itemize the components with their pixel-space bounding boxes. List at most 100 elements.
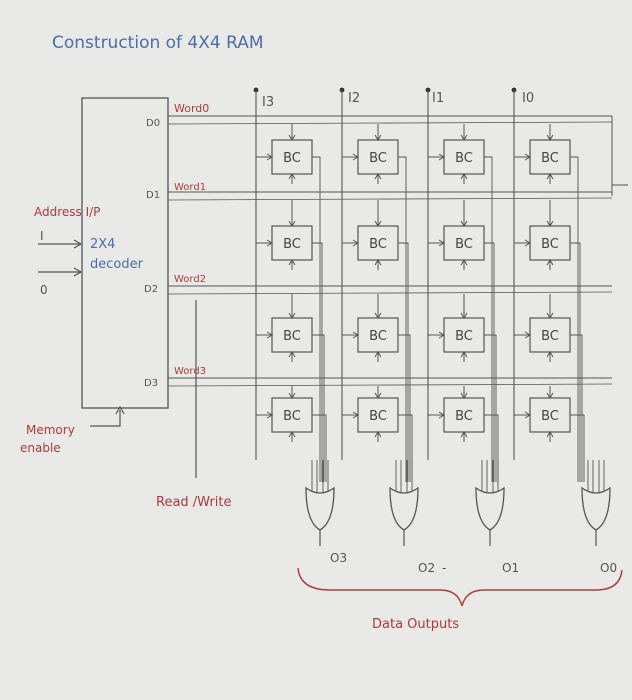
bc-input-arrowhead-r1c1 (352, 239, 359, 247)
bc-output-wire-r1c3 (570, 242, 581, 482)
bc-rw-arrowhead-r3c2 (460, 431, 468, 438)
or-gate-0 (305, 486, 335, 531)
bc-cell-label-r2c1: BC (369, 329, 387, 344)
bc-output-wire-r3c3 (570, 414, 585, 482)
or-gate-3 (581, 486, 611, 531)
bc-cell-label-r2c3: BC (541, 329, 559, 344)
address-bit-0: 0 (40, 283, 48, 297)
bc-select-arrowhead-r0c1 (374, 134, 382, 141)
bc-cell-label-r3c3: BC (541, 409, 559, 424)
data-input-i1: I1 (432, 91, 444, 106)
bc-cell-label-r1c0: BC (283, 237, 301, 252)
bc-cell-label-r2c0: BC (283, 329, 301, 344)
bc-rw-arrowhead-r3c1 (374, 431, 382, 438)
bc-output-wire-r2c1 (398, 334, 411, 482)
bc-output-wire-r1c0 (312, 242, 323, 482)
bc-cell-label-r0c2: BC (455, 151, 473, 166)
read-write-label: Read /Write (156, 495, 232, 510)
wire-layer (167, 87, 628, 460)
word-line-label-3: Word3 (174, 366, 206, 377)
bc-cell-label-r0c3: BC (541, 151, 559, 166)
memory-enable-wire (90, 410, 121, 427)
data-output-separator: - (442, 561, 446, 575)
read-write-bus-0 (167, 121, 613, 125)
bc-cell-label-r2c2: BC (455, 329, 473, 344)
bc-output-wire-r1c2 (484, 242, 495, 482)
bc-rw-arrowhead-r0c3 (546, 173, 554, 180)
bc-output-wire-r0c3 (570, 156, 579, 482)
bc-rw-arrowhead-r2c1 (374, 351, 382, 358)
word-line-label-0: Word0 (174, 102, 209, 115)
bc-cell-label-r0c0: BC (283, 151, 301, 166)
data-input-i3: I3 (262, 95, 274, 110)
bc-output-wire-r0c1 (398, 156, 407, 482)
bc-rw-arrowhead-r1c0 (288, 259, 296, 266)
decoder-output-d1: D1 (146, 190, 160, 201)
address-i-arrowhead (73, 239, 83, 249)
bc-input-arrowhead-r0c0 (266, 153, 273, 161)
word-line-label-1: Word1 (174, 182, 206, 193)
address-input-label: Address I/P (34, 205, 100, 219)
bc-input-arrowhead-r0c2 (438, 153, 445, 161)
bc-cell-label-r3c1: BC (369, 409, 387, 424)
bc-input-arrowhead-r0c1 (352, 153, 359, 161)
bc-output-wire-r3c2 (484, 414, 499, 482)
bc-select-arrowhead-r2c3 (546, 312, 554, 319)
bc-select-arrowhead-r3c3 (546, 392, 554, 399)
bc-select-arrowhead-r0c0 (288, 134, 296, 141)
read-write-bus-2 (167, 291, 613, 295)
bc-input-arrowhead-r2c0 (266, 331, 273, 339)
bc-rw-arrowhead-r2c0 (288, 351, 296, 358)
bc-select-arrowhead-r1c3 (546, 220, 554, 227)
or-gate-1 (389, 486, 419, 531)
bc-select-arrowhead-r1c1 (374, 220, 382, 227)
bc-select-arrowhead-r1c2 (460, 220, 468, 227)
address-bit-i: I (40, 229, 44, 243)
bc-cell-label-r1c3: BC (541, 237, 559, 252)
bc-output-wire-r2c0 (312, 334, 325, 482)
or-gate-2 (475, 486, 505, 531)
bc-select-arrowhead-r1c0 (288, 220, 296, 227)
read-write-bus-3 (167, 383, 613, 387)
bc-select-arrowhead-r2c2 (460, 312, 468, 319)
bc-input-arrowhead-r2c3 (524, 331, 531, 339)
bc-cell-label-r3c0: BC (283, 409, 301, 424)
bc-output-wire-r3c0 (312, 414, 327, 482)
bc-rw-arrowhead-r1c1 (374, 259, 382, 266)
bc-rw-arrowhead-r0c0 (288, 173, 296, 180)
read-write-bus-1 (167, 197, 613, 201)
decoder-label-line1: 2X4 (90, 237, 115, 252)
memory-enable-line2: enable (20, 441, 61, 455)
bc-rw-arrowhead-r2c3 (546, 351, 554, 358)
bc-output-wire-r2c3 (570, 334, 583, 482)
decoder-label-line2: decoder (90, 257, 144, 272)
decoder-output-d0: D0 (146, 118, 160, 129)
bc-cell-label-r1c2: BC (455, 237, 473, 252)
bc-select-arrowhead-r3c2 (460, 392, 468, 399)
data-outputs-label: Data Outputs (372, 617, 459, 632)
bc-select-arrowhead-r0c2 (460, 134, 468, 141)
decoder-box (81, 97, 169, 409)
or-gate-layer (305, 460, 611, 546)
bc-rw-arrowhead-r0c2 (460, 173, 468, 180)
bc-output-wire-r0c2 (484, 156, 493, 482)
decoder-output-d3: D3 (144, 378, 158, 389)
data-output-o2: O2 (418, 561, 435, 575)
bc-rw-arrowhead-r3c3 (546, 431, 554, 438)
bc-select-arrowhead-r2c0 (288, 312, 296, 319)
bc-rw-arrowhead-r3c0 (288, 431, 296, 438)
bc-cell-label-r3c2: BC (455, 409, 473, 424)
data-output-o0: O0 (600, 561, 617, 575)
data-input-i2: I2 (348, 91, 360, 106)
bc-output-wire-r3c1 (398, 414, 413, 482)
bc-cell-label-r1c1: BC (369, 237, 387, 252)
bc-input-arrowhead-r1c3 (524, 239, 531, 247)
bc-rw-arrowhead-r0c1 (374, 173, 382, 180)
decoder-output-d2: D2 (144, 284, 158, 295)
bc-input-arrowhead-r1c0 (266, 239, 273, 247)
bc-input-arrowhead-r3c0 (266, 411, 273, 419)
bc-rw-arrowhead-r1c2 (460, 259, 468, 266)
data-output-o3: O3 (330, 551, 347, 565)
